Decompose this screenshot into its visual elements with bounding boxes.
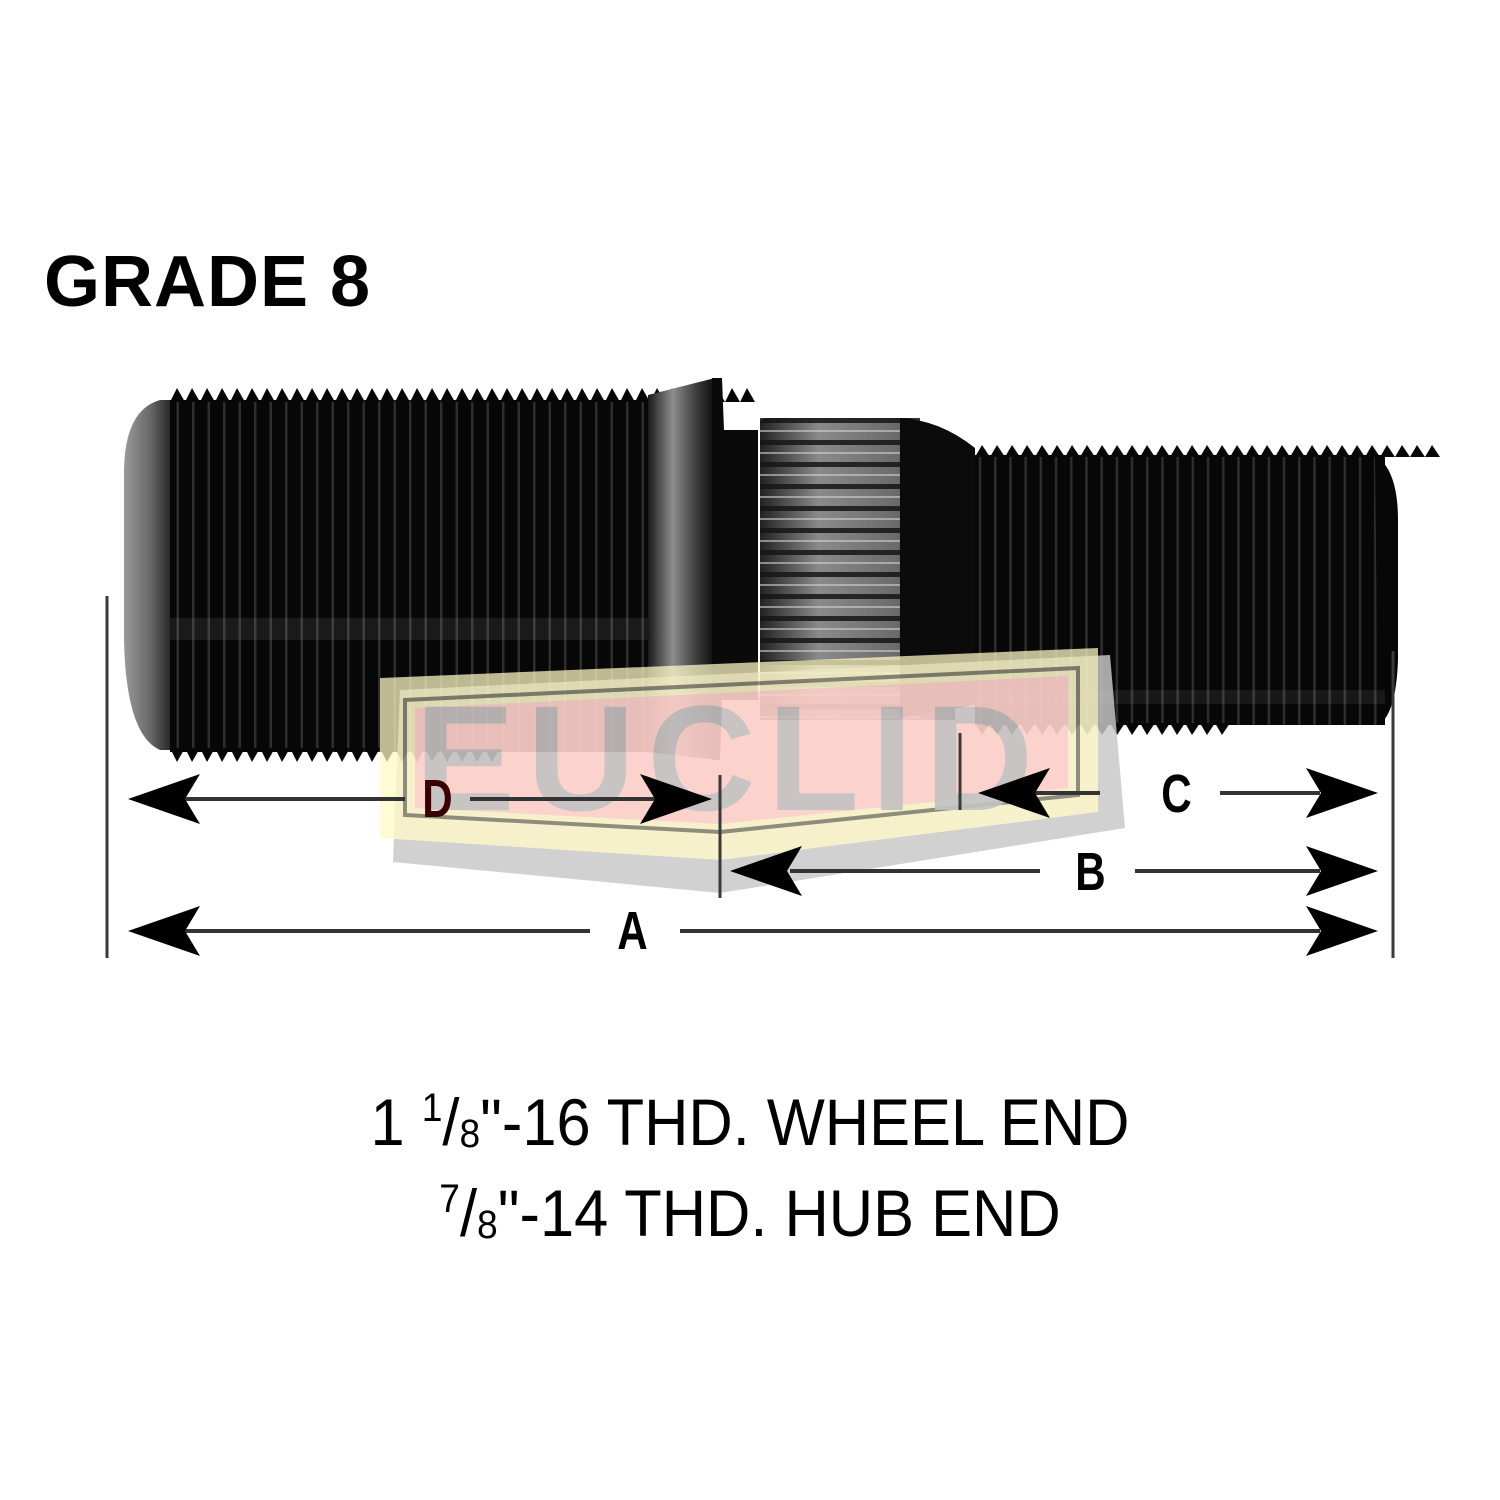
dimension-a-label: A [617,901,648,961]
euclid-watermark: EUCLID [380,648,1125,893]
extension-lines [105,596,1395,958]
spec-hub-end: 7/8"-14 THD. HUB END [439,1176,1061,1250]
spec-wheel-frac-num: 1 [421,1086,443,1130]
dimension-d-label: D [422,769,453,829]
grade-title: GRADE 8 [44,242,372,322]
dimension-c-line [978,768,1378,818]
spec-wheel-whole: 1 [370,1085,405,1159]
spec-hub-frac-den: 8 [477,1203,498,1247]
spec-wheel-end: 1 1/8"-16 THD. WHEEL END [370,1085,1130,1159]
dimension-b-label: B [1075,842,1106,902]
dimension-c-label: C [1161,764,1192,824]
spec-wheel-frac-den: 8 [459,1112,481,1156]
dimension-b-line [730,846,1378,896]
dimension-d-line [128,774,712,824]
spec-hub-frac-num: 7 [439,1177,460,1221]
spec-hub-text: "-14 THD. HUB END [497,1176,1061,1250]
spec-wheel-text: "-16 THD. WHEEL END [480,1085,1130,1159]
dimension-a-line [128,906,1378,956]
watermark-text: EUCLID [415,674,1045,842]
